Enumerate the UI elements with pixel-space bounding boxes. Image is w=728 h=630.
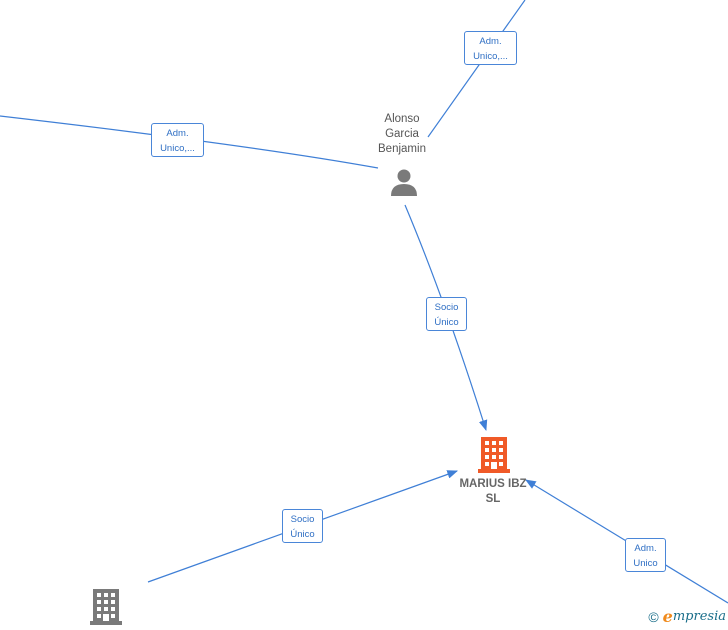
edge-top-right xyxy=(427,0,526,138)
person-name-line: Benjamin xyxy=(378,143,426,155)
copyright-symbol: © xyxy=(648,608,659,625)
empresia-watermark: © e mpresia xyxy=(648,607,726,626)
edge-label-line: Adm. xyxy=(166,128,189,139)
company-name-line: MARIUS IBZ xyxy=(459,478,527,490)
edge-label-line: Socio xyxy=(290,514,315,525)
person-name-line: Garcia xyxy=(385,128,419,140)
edge-label-line: Adm. xyxy=(634,543,657,554)
brand-logo-e: e xyxy=(662,607,673,626)
edge-label-line: Único xyxy=(290,529,315,540)
building-icon[interactable] xyxy=(478,437,510,473)
edge-label-top-right[interactable]: Adm. Unico,... xyxy=(464,31,517,65)
edge-label-line: Unico xyxy=(633,558,658,569)
company-main-label[interactable]: MARIUS IBZ SL xyxy=(448,477,538,507)
company-name-line: SL xyxy=(485,493,501,505)
brand-logo-text: mpresia xyxy=(672,609,726,624)
edge-label-right-to-main[interactable]: Adm. Unico xyxy=(625,538,666,572)
person-icon[interactable] xyxy=(389,167,419,197)
edge-label-line: Socio xyxy=(434,302,459,313)
edge-label-left[interactable]: Adm. Unico,... xyxy=(151,123,204,157)
edge-label-line: Único xyxy=(434,317,459,328)
edge-label-other-to-main[interactable]: Socio Único xyxy=(282,509,323,543)
edge-label-line: Adm. xyxy=(479,36,502,47)
person-node-label[interactable]: Alonso Garcia Benjamin xyxy=(362,112,442,157)
building-icon[interactable] xyxy=(90,589,122,625)
edge-left xyxy=(0,115,379,169)
edge-label-person-to-main[interactable]: Socio Único xyxy=(426,297,467,331)
person-name-line: Alonso xyxy=(384,113,420,125)
edge-label-line: Unico,... xyxy=(160,143,195,154)
edge-label-line: Unico,... xyxy=(473,51,508,62)
